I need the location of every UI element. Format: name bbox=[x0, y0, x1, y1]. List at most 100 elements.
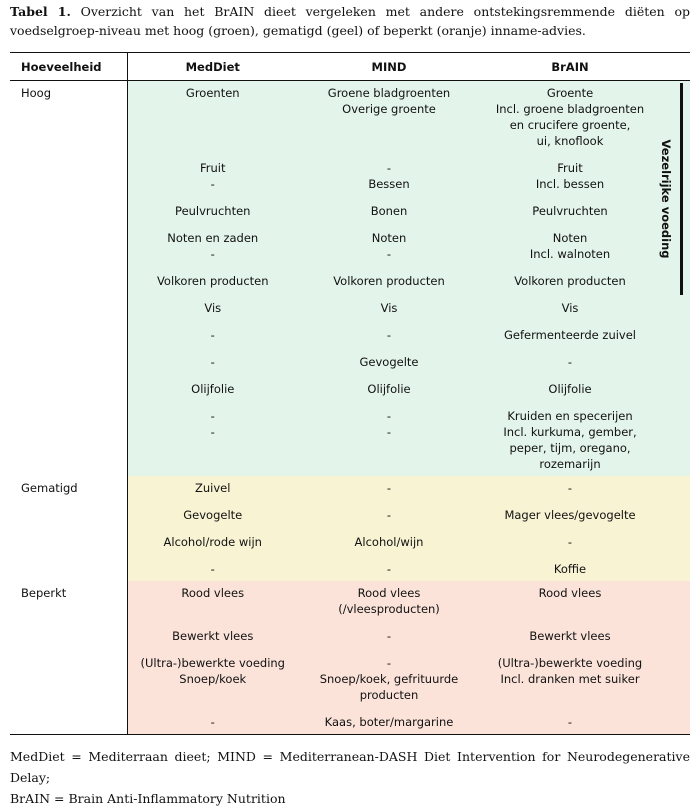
food-group: - bbox=[480, 714, 660, 730]
food-item: Vis bbox=[561, 301, 579, 315]
food-item: Bessen bbox=[368, 177, 410, 191]
food-item: Noten bbox=[552, 231, 588, 245]
food-item: Noten bbox=[371, 231, 407, 245]
food-item bbox=[128, 601, 299, 617]
food-group: Gevogelte bbox=[128, 507, 299, 523]
food-item: Snoep/koek, gefrituurde bbox=[319, 672, 459, 686]
food-item bbox=[128, 440, 299, 456]
level-label: Beperkt bbox=[10, 581, 128, 735]
food-item: Volkoren producten bbox=[156, 274, 269, 288]
food-item: Groene bladgroenten bbox=[327, 86, 451, 100]
food-item: Groente bbox=[546, 86, 594, 100]
food-item bbox=[298, 117, 480, 133]
food-item: peper, tijm, oregano, bbox=[509, 441, 631, 455]
header-mind: MIND bbox=[298, 52, 480, 81]
food-item: Fruit bbox=[200, 161, 226, 175]
food-item: - bbox=[210, 247, 215, 261]
diet-cell-mind: Rood vlees(/vleesproducten) - -Snoep/koek,… bbox=[298, 581, 480, 735]
food-item: (Ultra-)bewerkte voeding bbox=[497, 656, 643, 670]
food-group: - bbox=[128, 561, 299, 577]
caption-text: Overzicht van het BrAIN dieet vergeleken… bbox=[10, 4, 690, 38]
food-group: - bbox=[480, 480, 660, 496]
food-group: Volkoren producten bbox=[298, 273, 480, 289]
header-hoeveelheid: Hoeveelheid bbox=[10, 52, 128, 81]
food-item: Noten en zaden bbox=[167, 231, 259, 245]
food-group: Mager vlees/gevogelte bbox=[480, 507, 660, 523]
food-item: - bbox=[210, 409, 215, 423]
header-brain: BrAIN bbox=[480, 52, 660, 81]
food-item bbox=[128, 133, 299, 149]
food-item: Olijfolie bbox=[367, 382, 411, 396]
section-row: Beperkt Rood vlees Bewerkt vlees (Ultra-)b… bbox=[10, 581, 690, 735]
food-group: Fruit - bbox=[128, 160, 299, 192]
food-group: Bewerkt vlees bbox=[128, 628, 299, 644]
food-group: - bbox=[128, 327, 299, 343]
food-group: - bbox=[128, 354, 299, 370]
food-item bbox=[128, 117, 299, 133]
food-item: - bbox=[386, 508, 392, 522]
food-item: - bbox=[567, 355, 573, 369]
caption-label: Tabel 1. bbox=[10, 4, 71, 19]
food-item: - bbox=[386, 247, 392, 261]
food-group: -- bbox=[128, 408, 299, 472]
diet-cell-brain: Rood vlees Bewerkt vlees (Ultra-)bewerkte… bbox=[480, 581, 660, 735]
food-group: Peulvruchten bbox=[128, 203, 299, 219]
food-item bbox=[298, 440, 480, 456]
food-group: - bbox=[298, 480, 480, 496]
food-item: Rood vlees bbox=[538, 586, 602, 600]
food-item: Gevogelte bbox=[359, 355, 419, 369]
food-item: - bbox=[210, 177, 215, 191]
food-group: - bbox=[480, 354, 660, 370]
header-row: Hoeveelheid MedDiet MIND BrAIN bbox=[10, 52, 690, 81]
food-item: en crucifere groente, bbox=[509, 118, 631, 132]
food-group: - bbox=[480, 534, 660, 550]
food-group: - bbox=[298, 628, 480, 644]
food-item: - bbox=[567, 481, 573, 495]
food-group: Rood vlees(/vleesproducten) bbox=[298, 585, 480, 617]
food-item: Peulvruchten bbox=[175, 204, 251, 218]
food-item: ui, knoflook bbox=[536, 134, 604, 148]
footnote-line-2: BrAIN = Brain Anti-Inflammatory Nutritio… bbox=[10, 791, 286, 806]
food-item: Incl. dranken met suiker bbox=[500, 672, 640, 686]
food-group: Groenten bbox=[128, 85, 299, 149]
header-meddiet: MedDiet bbox=[127, 52, 298, 81]
food-item: Kaas, boter/margarine bbox=[324, 715, 454, 729]
side-column: Vezelrijke voeding bbox=[659, 80, 690, 476]
food-item: Snoep/koek bbox=[179, 672, 247, 686]
diet-cell-mind: --Alcohol/wijn- bbox=[298, 476, 480, 581]
food-group: - bbox=[128, 714, 299, 730]
table-footnote: MedDiet = Mediterraan dieet; MIND = Medi… bbox=[10, 746, 690, 809]
food-item: Mager vlees/gevogelte bbox=[504, 508, 636, 522]
food-item: Gevogelte bbox=[183, 508, 243, 522]
food-group: Volkoren producten bbox=[480, 273, 660, 289]
food-item: - bbox=[210, 562, 215, 576]
food-group: Kaas, boter/margarine bbox=[298, 714, 480, 730]
food-group: Vis bbox=[298, 300, 480, 316]
food-item: Groenten bbox=[185, 86, 240, 100]
food-item: - bbox=[210, 425, 215, 439]
side-column bbox=[660, 581, 690, 735]
food-item: Incl. bessen bbox=[535, 177, 605, 191]
food-item: Koffie bbox=[553, 562, 587, 576]
food-item: Fruit bbox=[557, 161, 583, 175]
food-item: Rood vlees bbox=[181, 586, 245, 600]
fiber-rich-bracket bbox=[680, 83, 683, 295]
food-item: Incl. kurkuma, gember, bbox=[503, 425, 637, 439]
food-group: -- bbox=[298, 408, 480, 472]
food-item bbox=[128, 687, 299, 703]
food-group: Rood vlees bbox=[480, 585, 660, 617]
food-group: Bonen bbox=[298, 203, 480, 219]
food-group: Bewerkt vlees bbox=[480, 628, 660, 644]
food-item: Olijfolie bbox=[191, 382, 235, 396]
food-group: Rood vlees bbox=[128, 585, 299, 617]
food-item: - bbox=[386, 328, 392, 342]
